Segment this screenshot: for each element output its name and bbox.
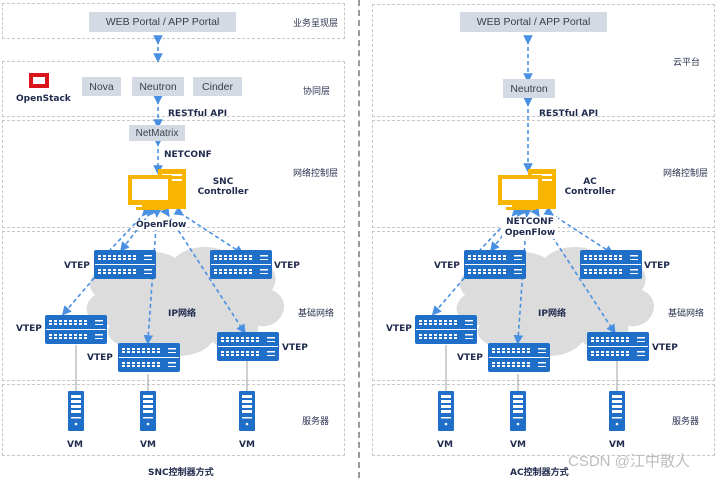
right-openflow-label: OpenFlow: [502, 228, 558, 239]
left-orchestration-layer: [2, 61, 345, 117]
right-vm-label-3: VM: [609, 440, 625, 450]
ac-controller-line2: Controller: [564, 187, 616, 197]
nova-box: Nova: [82, 77, 121, 96]
right-vtep-switch-1: [463, 249, 527, 280]
right-server-layer-label: 服务器: [672, 417, 700, 427]
right-vtep-label-1: VTEP: [434, 261, 460, 271]
right-vm-label-1: VM: [437, 440, 453, 450]
left-vm-label-3: VM: [239, 440, 255, 450]
right-vtep-switch-2: [579, 249, 643, 280]
snc-controller-line1: SNC: [212, 177, 234, 187]
ac-controller-label: AC Controller: [562, 177, 618, 197]
left-vm-label-2: VM: [140, 440, 156, 450]
right-caption: AC控制器方式: [510, 468, 569, 478]
right-vm-server-2: [510, 391, 526, 431]
left-vm-server-3: [239, 391, 255, 431]
left-openflow-arrow-5: [173, 206, 245, 255]
left-web-portal-box: WEB Portal / APP Portal: [89, 12, 236, 32]
neutron-box-left: Neutron: [132, 77, 184, 96]
right-server-layer: [372, 384, 715, 456]
left-vtep-switch-5: [216, 331, 280, 362]
right-vtep-label-2: VTEP: [644, 261, 670, 271]
right-vm-server-3: [609, 391, 625, 431]
left-openflow-arrow-2: [120, 206, 157, 252]
right-restful-api-label: RESTful API: [539, 109, 599, 119]
left-vm-server-1: [68, 391, 84, 431]
right-openflow-arrow-5: [543, 206, 615, 255]
right-vtep-switch-3: [414, 314, 478, 345]
openstack-label: OpenStack: [16, 94, 71, 104]
netmatrix-box: NetMatrix: [129, 125, 185, 141]
right-cloud-platform-label: 云平台: [673, 58, 701, 68]
left-vtep-switch-2: [209, 249, 273, 280]
right-vm-label-2: VM: [510, 440, 526, 450]
right-web-portal-box: WEB Portal / APP Portal: [460, 12, 607, 32]
csdn-watermark: CSDN @江中散人: [568, 453, 690, 470]
right-control-layer-label: 网络控制层: [663, 169, 709, 179]
left-vtep-switch-4: [117, 342, 181, 373]
right-vtep-switch-5: [586, 331, 650, 362]
left-underlay-layer-label: 基础网络: [298, 309, 335, 319]
left-vtep-label-1: VTEP: [64, 261, 90, 271]
right-vtep-label-5: VTEP: [652, 343, 678, 353]
left-vtep-label-2: VTEP: [274, 261, 300, 271]
left-vtep-label-4: VTEP: [87, 353, 113, 363]
left-server-layer: [2, 384, 345, 456]
left-vtep-label-5: VTEP: [282, 343, 308, 353]
left-orchestration-layer-label: 协同层: [303, 87, 331, 97]
ac-controller-icon: [498, 169, 556, 210]
left-vtep-switch-1: [93, 249, 157, 280]
snc-controller-label: SNC Controller: [195, 177, 251, 197]
right-protocol-label: NETCONF OpenFlow: [502, 217, 558, 239]
openstack-logo-icon: [29, 73, 49, 88]
left-vm-label-1: VM: [67, 440, 83, 450]
cinder-box: Cinder: [193, 77, 242, 96]
left-openflow-arrow-1: [109, 206, 152, 251]
neutron-box-right: Neutron: [503, 79, 555, 98]
left-openflow-label: OpenFlow: [136, 220, 187, 230]
right-vtep-label-4: VTEP: [457, 353, 483, 363]
right-cloud-platform-layer: [372, 4, 715, 117]
snc-controller-line2: Controller: [197, 187, 249, 197]
left-control-layer-label: 网络控制层: [293, 169, 339, 179]
right-ip-network-label: IP网络: [538, 309, 566, 319]
right-underlay-layer-label: 基础网络: [668, 309, 705, 319]
left-vtep-switch-3: [44, 314, 108, 345]
right-vtep-label-3: VTEP: [386, 324, 412, 334]
ac-controller-line1: AC: [583, 177, 597, 187]
left-vm-server-2: [140, 391, 156, 431]
left-presentation-layer-label: 业务呈现层: [293, 19, 339, 29]
snc-controller-icon: [128, 169, 186, 210]
left-restful-api-label: RESTful API: [168, 109, 228, 119]
left-vtep-label-3: VTEP: [16, 324, 42, 334]
left-caption: SNC控制器方式: [148, 468, 214, 478]
panel-divider: [358, 0, 360, 478]
left-netconf-label: NETCONF: [164, 150, 212, 160]
right-vm-server-1: [438, 391, 454, 431]
left-server-layer-label: 服务器: [302, 417, 330, 427]
right-vtep-switch-4: [487, 342, 551, 373]
left-ip-network-label: IP网络: [168, 309, 196, 319]
left-presentation-layer: [2, 3, 345, 39]
right-netconf-label: NETCONF: [502, 217, 558, 228]
